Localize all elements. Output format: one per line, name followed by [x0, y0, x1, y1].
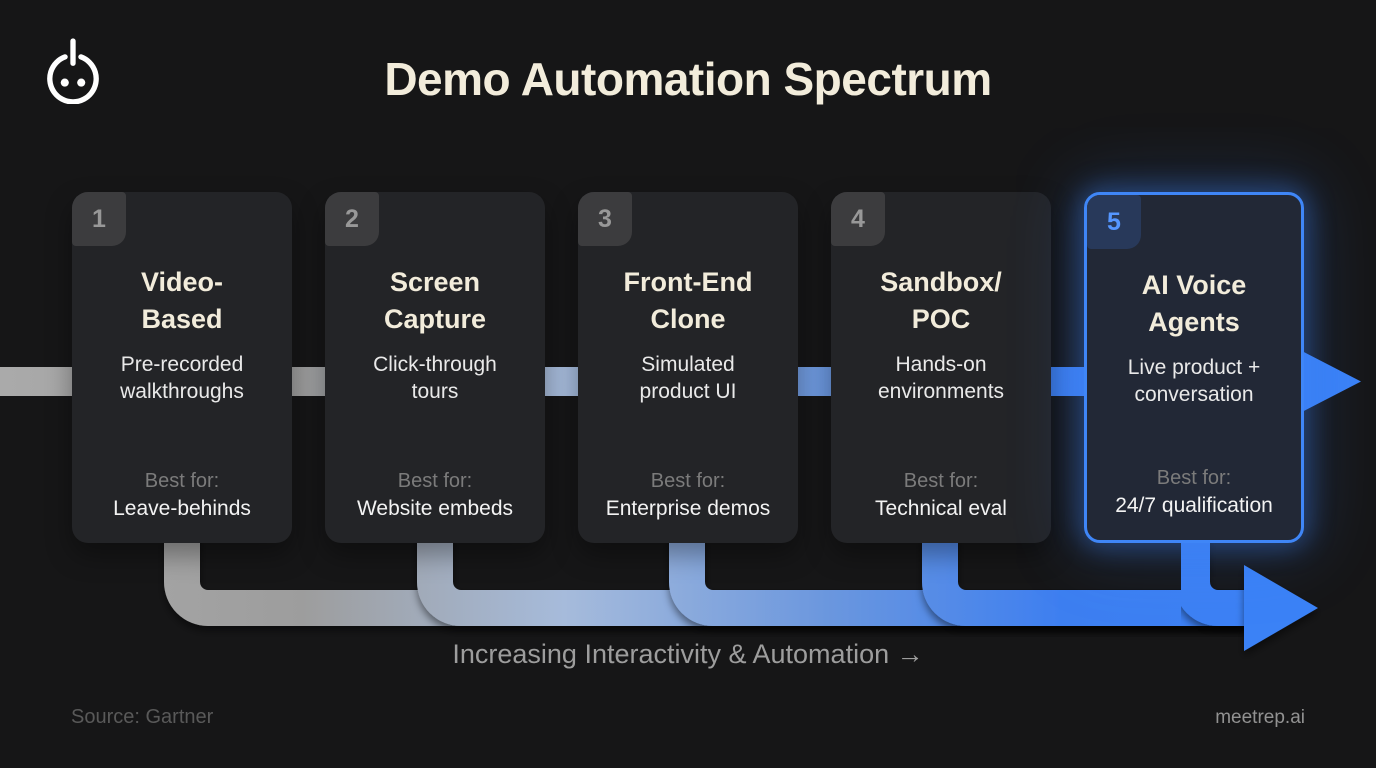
logo-power-icon [47, 38, 99, 104]
card-title: Video- Based [140, 267, 223, 335]
best-for-block: Best for: Enterprise demos [578, 470, 798, 521]
best-for-value: Enterprise demos [605, 497, 771, 520]
card-subtitle: Pre-recorded walkthroughs [120, 352, 244, 404]
flow-elbow-5 [1174, 514, 1246, 626]
source-credit: Source: Gartner [71, 706, 214, 728]
card-video-based: 1 Video- Based Pre-recorded walkthroughs… [72, 192, 292, 543]
step-number-badge: 3 [578, 192, 632, 246]
best-for-block: Best for: Website embeds [325, 470, 545, 521]
card-title: Sandbox/ POC [880, 267, 1002, 335]
card-front-end-clone: 3 Front-End Clone Simulated product UI B… [578, 192, 798, 543]
brand-name: meetrep.ai [1215, 707, 1305, 728]
best-for-label: Best for: [397, 470, 473, 492]
best-for-value: 24/7 qualification [1115, 494, 1273, 517]
card-title: Screen Capture [383, 267, 486, 335]
flow-elbow-1 [164, 514, 1246, 626]
card-title: AI Voice Agents [1141, 270, 1247, 338]
best-for-block: Best for: Technical eval [831, 470, 1051, 521]
flow-elbow-2 [417, 514, 1246, 626]
axis-caption: Increasing Interactivity & Automation → [452, 639, 924, 669]
card-subtitle: Live product + conversation [1127, 355, 1261, 407]
card-subtitle: Simulated product UI [639, 352, 737, 404]
best-for-label: Best for: [1156, 467, 1232, 489]
card-row: 1 Video- Based Pre-recorded walkthroughs… [72, 192, 1304, 543]
best-for-block: Best for: 24/7 qualification [1087, 467, 1301, 518]
best-for-label: Best for: [903, 470, 979, 492]
page-title: Demo Automation Spectrum [384, 53, 992, 105]
best-for-value: Website embeds [356, 497, 514, 520]
card-sandbox-poc: 4 Sandbox/ POC Hands-on environments Bes… [831, 192, 1051, 543]
flow-elbow-3 [669, 514, 1246, 626]
card-title: Front-End Clone [623, 267, 753, 335]
step-number-badge: 4 [831, 192, 885, 246]
bottom-flow-arrowhead-icon [1244, 565, 1318, 651]
best-for-label: Best for: [144, 470, 220, 492]
step-number-badge: 1 [72, 192, 126, 246]
step-number-badge: 2 [325, 192, 379, 246]
spectrum-band-arrowhead-icon [1298, 349, 1361, 414]
best-for-block: Best for: Leave-behinds [72, 470, 292, 521]
card-screen-capture: 2 Screen Capture Click-through tours Bes… [325, 192, 545, 543]
best-for-label: Best for: [650, 470, 726, 492]
card-ai-voice-agents: 5 AI Voice Agents Live product + convers… [1084, 192, 1304, 543]
best-for-value: Leave-behinds [113, 497, 251, 520]
best-for-value: Technical eval [875, 497, 1007, 520]
card-subtitle: Hands-on environments [877, 352, 1005, 404]
flow-elbow-4 [922, 514, 1246, 626]
step-number-badge: 5 [1087, 195, 1141, 249]
card-subtitle: Click-through tours [373, 352, 497, 404]
